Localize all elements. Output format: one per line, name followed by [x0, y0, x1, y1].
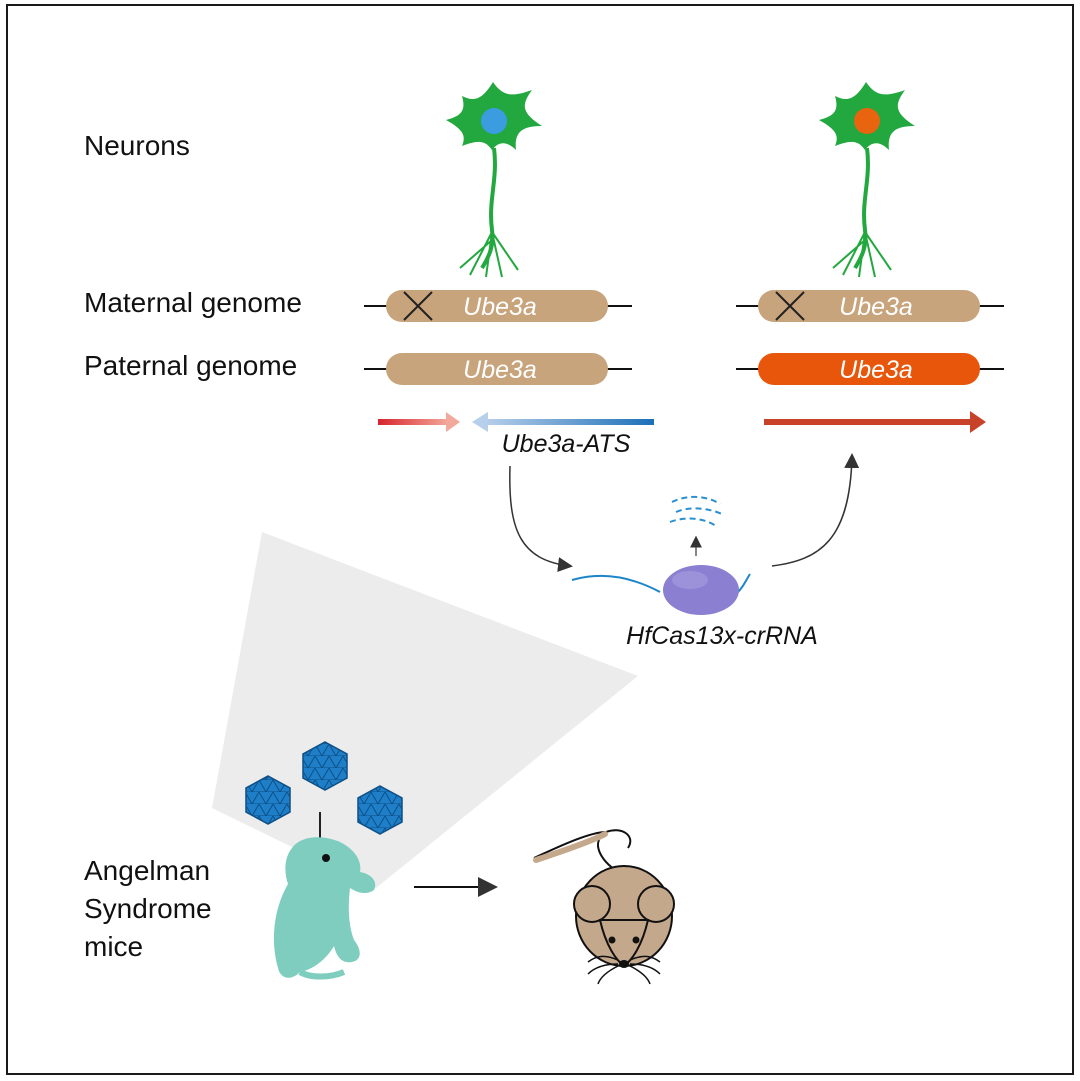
neuron-left: [446, 82, 542, 278]
nucleus-blue: [481, 108, 507, 134]
figure-frame: [6, 4, 1074, 1075]
gene-label: Ube3a: [839, 356, 913, 384]
gene-label: Ube3a: [463, 356, 537, 384]
neuron-right: [819, 82, 915, 278]
gene-label: Ube3a: [463, 293, 537, 321]
gene-label: Ube3a: [839, 293, 913, 321]
zoom-wedge: [212, 532, 638, 888]
mice-label-line2: Syndrome: [84, 893, 212, 924]
nucleus-orange: [854, 108, 880, 134]
aav-particle-icon: [357, 785, 403, 835]
paternal-genome-label: Paternal genome: [84, 350, 298, 381]
degraded-rna-icon: [669, 496, 723, 527]
right-paternal-gene: Ube3a: [736, 353, 1004, 385]
cas13-complex: [571, 496, 751, 615]
sense-transcript-arrow-right: [764, 411, 986, 433]
ats-to-cas-arrow: [509, 465, 573, 573]
right-maternal-gene: Ube3a: [736, 290, 1004, 322]
pup-mouse-icon: [273, 812, 376, 980]
neurons-label: Neurons: [84, 130, 190, 161]
left-paternal-gene: Ube3a: [364, 353, 632, 385]
ats-label: Ube3a-ATS: [502, 430, 631, 458]
cas13-label: HfCas13x-crRNA: [626, 622, 818, 650]
left-maternal-gene: Ube3a: [364, 290, 632, 322]
aav-particle-icon: [245, 775, 291, 825]
adult-mouse-icon: [533, 829, 675, 985]
antisense-transcript-arrow: [472, 412, 654, 432]
aav-particle-icon: [302, 741, 348, 791]
mice-label-line3: mice: [84, 931, 144, 962]
cas-to-expression-arrow: [771, 453, 860, 567]
mice-label-line1: Angelman: [84, 855, 211, 886]
maternal-genome-label: Maternal genome: [84, 287, 302, 318]
sense-transcript-arrow-left: [378, 412, 460, 432]
